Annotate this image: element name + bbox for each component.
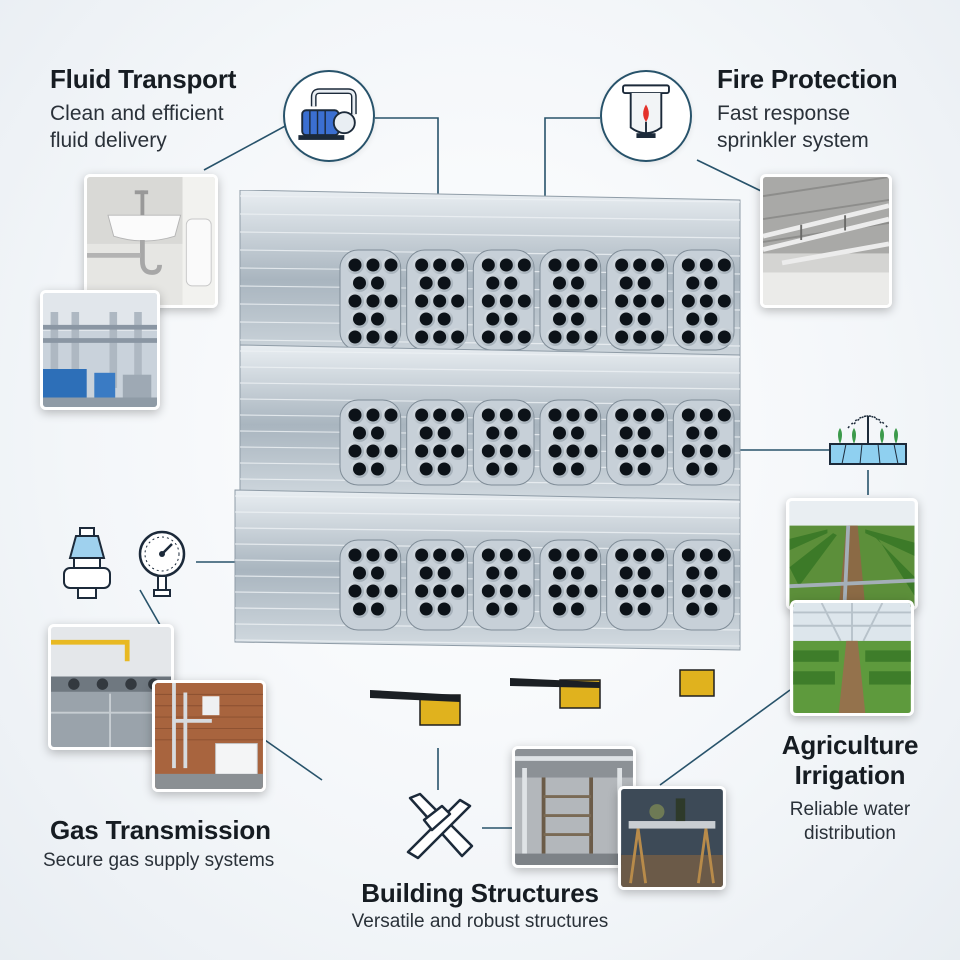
agriculture-title-line-2: Irrigation [794, 760, 906, 790]
pump-icon [283, 70, 375, 162]
industrial-pipes-photo [40, 290, 160, 410]
irrigation-icon [822, 404, 914, 476]
fluid-transport-desc-line-2: fluid delivery [50, 129, 167, 152]
building-structures-desc: Versatile and robust structures [351, 911, 609, 932]
fire-protection-desc-line-1: Fast response [717, 102, 851, 125]
pressure-gauge-icon [136, 528, 188, 600]
valve-icon [58, 522, 118, 602]
agriculture-title-line-1: Agriculture [781, 730, 919, 760]
fluid-transport-desc: Clean and efficient fluid delivery [50, 100, 224, 154]
gas-transmission-desc: Secure gas supply systems [43, 850, 275, 871]
field-irrigation-photo [786, 498, 918, 610]
sprinkler-icon [600, 70, 692, 162]
greenhouse-photo [790, 600, 914, 716]
bathroom-sink-photo [84, 174, 218, 308]
agriculture-irrigation-desc: Reliable water distribution [770, 798, 930, 846]
fire-protection-desc-line-2: sprinkler system [717, 129, 869, 152]
kitchen-gas-pipes-photo [48, 624, 174, 750]
warehouse-shelving-photo [512, 746, 636, 868]
steel-beams-icon [402, 790, 480, 862]
fluid-transport-title: Fluid Transport [50, 64, 237, 94]
agriculture-irrigation-title: Agriculture Irrigation [770, 730, 930, 790]
boiler-room-photo [152, 680, 266, 792]
fire-protection-desc: Fast response sprinkler system [717, 100, 869, 154]
hairpin-table-photo [618, 786, 726, 890]
fire-protection-title: Fire Protection [717, 64, 898, 94]
galvanized-pipe-stack [234, 190, 741, 726]
gas-transmission-title: Gas Transmission [50, 815, 271, 845]
agriculture-desc-line-2: distribution [804, 823, 896, 844]
building-structures-title: Building Structures [361, 878, 599, 908]
wooden-supports [419, 669, 715, 726]
agriculture-desc-line-1: Reliable water [789, 799, 911, 820]
ceiling-sprinkler-pipes-photo [760, 174, 892, 308]
fluid-transport-desc-line-1: Clean and efficient [50, 102, 224, 125]
